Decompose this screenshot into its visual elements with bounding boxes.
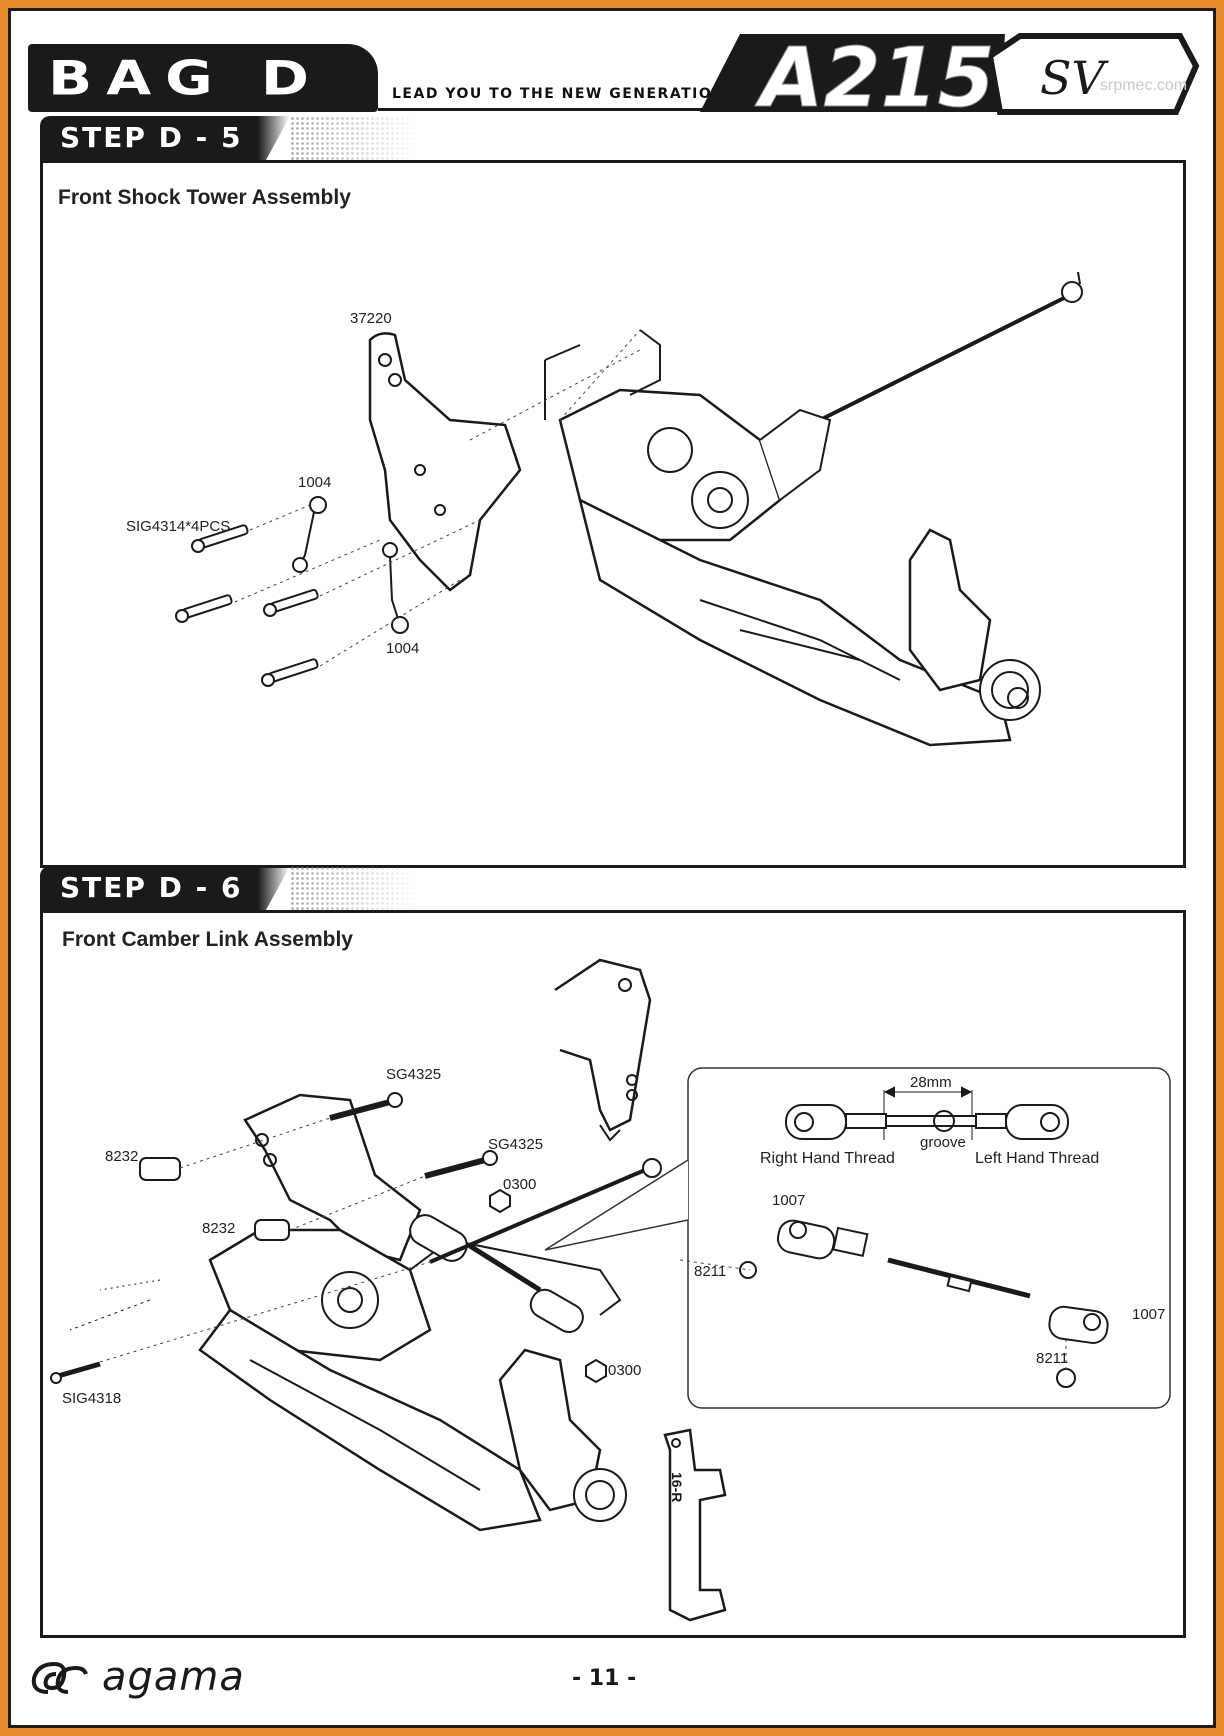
detail-ball-a: 8211 bbox=[694, 1263, 727, 1280]
detail-groove: groove bbox=[920, 1134, 966, 1151]
step-d6-title: Front Camber Link Assembly bbox=[62, 928, 353, 951]
part-label-screw-side: SIG4318 bbox=[62, 1390, 122, 1407]
step-d5-dots bbox=[290, 116, 420, 160]
part-label-screw-mid: SG4325 bbox=[488, 1136, 544, 1153]
step-d5-title: Front Shock Tower Assembly bbox=[58, 186, 351, 209]
watermark-text: srpmec.com bbox=[1100, 77, 1187, 94]
step-d5-tab: STEP D - 5 bbox=[40, 116, 250, 160]
step-d5-label: STEP D - 5 bbox=[60, 121, 243, 154]
brand-logo: agama bbox=[28, 1652, 288, 1704]
model-logo: A215 SV srpmec.com bbox=[700, 26, 1200, 127]
step-d6-dots bbox=[290, 866, 420, 910]
detail-right-thread: Right Hand Thread bbox=[760, 1150, 895, 1167]
part-label-screw-top: SG4325 bbox=[386, 1066, 442, 1083]
part-label-tower: 37220 bbox=[350, 310, 392, 327]
part-label-ball-stud-a: 8232 bbox=[105, 1148, 139, 1165]
part-label-nut-a: 0300 bbox=[503, 1176, 537, 1193]
detail-rod-end-b: 1007 bbox=[1132, 1306, 1166, 1323]
brand-text: agama bbox=[102, 1654, 245, 1700]
model-logo-graphic: A215 SV srpmec.com bbox=[700, 31, 1200, 127]
model-suffix: SV bbox=[1040, 51, 1110, 105]
step-d6-tab: STEP D - 6 bbox=[40, 866, 250, 910]
header-rule bbox=[378, 108, 708, 111]
bag-title-box bbox=[28, 44, 378, 112]
model-text: A215 bbox=[754, 31, 995, 126]
hub-marking: 16-R bbox=[669, 1472, 685, 1502]
brand-icon bbox=[31, 1661, 88, 1694]
bag-title: BAG D bbox=[48, 50, 324, 106]
detail-ball-b: 8211 bbox=[1036, 1350, 1069, 1367]
part-label-link-lower: 1004 bbox=[386, 640, 420, 657]
part-label-link-upper: 1004 bbox=[298, 474, 332, 491]
page-number: - 11 - bbox=[572, 1666, 637, 1691]
part-label-nut-b: 0300 bbox=[608, 1362, 642, 1379]
step-d6-label: STEP D - 6 bbox=[60, 871, 243, 904]
part-label-ball-stud-b: 8232 bbox=[202, 1220, 236, 1237]
detail-dimension: 28mm bbox=[910, 1074, 952, 1091]
detail-rod-end-a: 1007 bbox=[772, 1192, 806, 1209]
tagline: LEAD YOU TO THE NEW GENERATION. bbox=[392, 86, 733, 102]
detail-left-thread: Left Hand Thread bbox=[975, 1150, 1100, 1167]
part-label-screw: SIG4314*4PCS bbox=[126, 518, 231, 535]
